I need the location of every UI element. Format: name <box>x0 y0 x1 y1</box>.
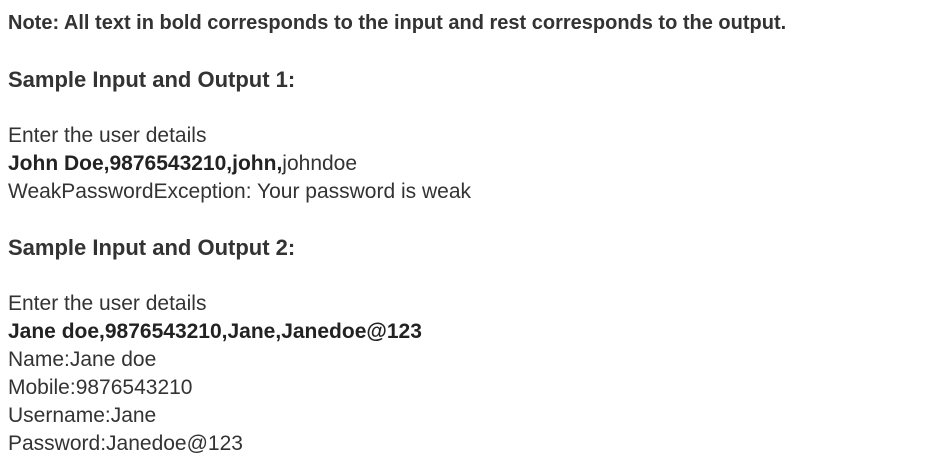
sample-2-output-line: Username:Jane <box>8 404 157 427</box>
sample-1-output-line: WeakPasswordException: Your password is … <box>8 180 472 203</box>
sample-1-block: Enter the user details John Doe,98765432… <box>8 122 471 206</box>
sample-2-prompt: Enter the user details <box>8 292 207 315</box>
sample-2-output-line: Mobile:9876543210 <box>8 376 193 399</box>
sample-2-heading: Sample Input and Output 2: <box>8 235 296 260</box>
note-line: Note: All text in bold corresponds to th… <box>8 10 786 36</box>
sample-2-block: Enter the user details Jane doe,98765432… <box>8 290 422 458</box>
note-text: All text in bold corresponds to the inpu… <box>59 12 787 34</box>
sample-1-prompt: Enter the user details <box>8 124 207 147</box>
sample-1-input: John Doe,9876543210,john,johndoe <box>8 150 471 178</box>
note-label: Note: <box>8 12 60 34</box>
sample-1-heading: Sample Input and Output 1: <box>8 67 296 92</box>
sample-2-input: Jane doe,9876543210,Jane,Janedoe@123 <box>8 320 422 343</box>
sample-2-output-line: Name:Jane doe <box>8 348 157 371</box>
sample-2-output-line: Password:Janedoe@123 <box>8 432 243 455</box>
sample-1-input-bold: John Doe,9876543210,john, <box>8 152 283 175</box>
sample-1-input-plain: johndoe <box>282 152 358 175</box>
